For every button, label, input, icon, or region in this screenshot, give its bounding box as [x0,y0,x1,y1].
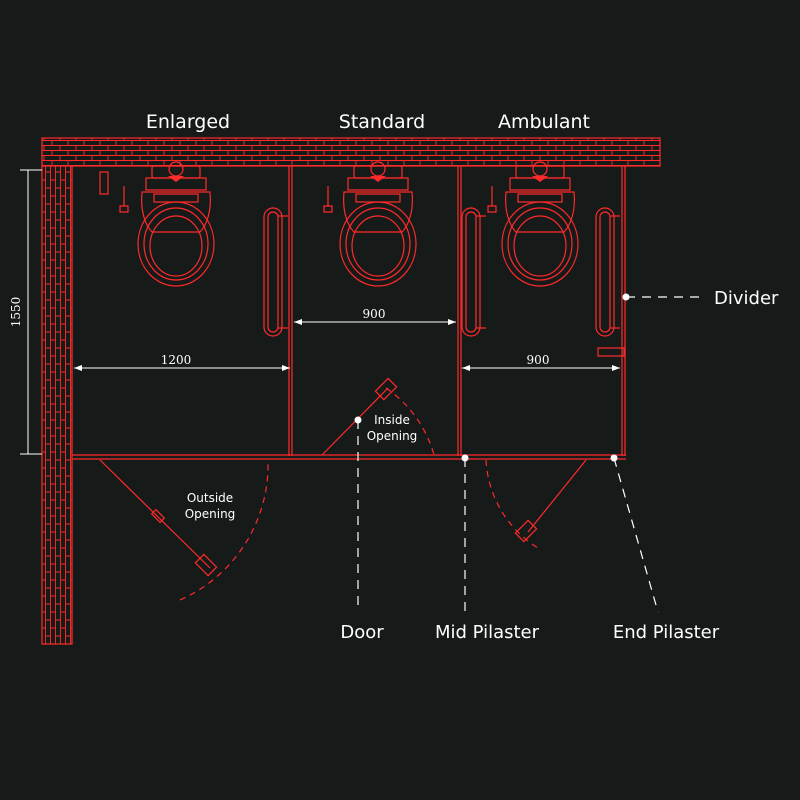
mid-pilaster-label: Mid Pilaster [435,622,540,643]
ambulant-width-label: 900 [527,353,550,367]
outside-opening-label-2: Opening [185,507,236,521]
end-pilaster-label: End Pilaster [613,622,720,643]
callout-leaders [354,293,706,613]
grab-rail [595,207,621,337]
toilet-roll-holders [99,171,625,357]
toilet-ambulant [501,161,579,287]
divider-label: Divider [714,288,779,309]
enlarged-width-label: 1200 [161,353,192,367]
toilet-standard [339,161,417,287]
depth-dimension: 1550 [9,169,42,455]
inside-opening-label-2: Opening [367,429,418,443]
heading-standard: Standard [339,111,425,133]
toilet-enlarged [137,161,215,287]
door-label: Door [340,622,384,643]
outside-opening-label-1: Outside [187,491,233,505]
heading-enlarged: Enlarged [146,111,230,133]
depth-label: 1550 [9,297,23,328]
doors [99,377,587,601]
heading-ambulant: Ambulant [498,111,590,133]
width-dimensions: 1200 900 900 [74,307,620,371]
back-wall [41,137,661,167]
side-wall [41,165,73,645]
inside-opening-label-1: Inside [374,413,410,427]
standard-width-label: 900 [363,307,386,321]
grab-rail [263,207,289,337]
grab-rail [461,207,487,337]
partitions [72,166,626,460]
